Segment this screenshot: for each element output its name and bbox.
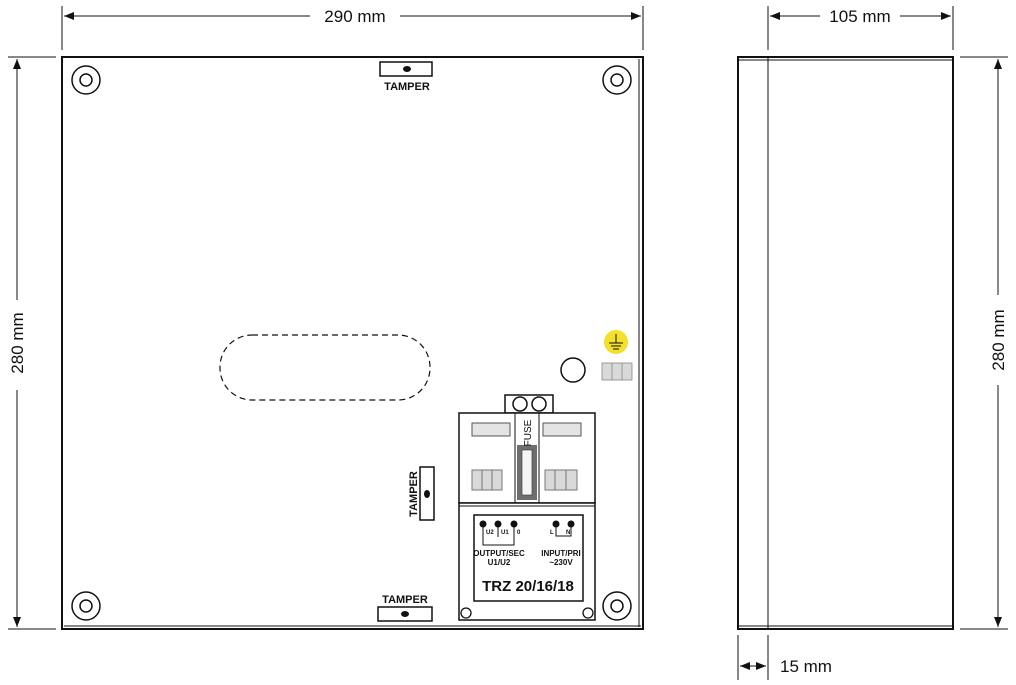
earth-terminal: [601, 362, 633, 381]
height-dimension: [8, 56, 56, 630]
output-label: OUTPUT/SEC: [473, 549, 525, 558]
mounting-holes: [71, 65, 632, 621]
depth-dimension: [767, 6, 954, 50]
input-label: INPUT/PRI: [541, 549, 581, 558]
side-height-dimension: [960, 56, 1008, 630]
output-sub: U1/U2: [488, 558, 511, 567]
tamper-top-label: TAMPER: [384, 81, 430, 93]
tamper-top: [379, 61, 433, 77]
transformer-model: TRZ 20/16/18: [482, 578, 574, 595]
tamper-bottom-label: TAMPER: [382, 594, 428, 606]
lip-label: 15 mm: [780, 657, 832, 676]
transformer: [458, 394, 596, 621]
input-sub: ~230V: [549, 558, 573, 567]
tamper-left-label: TAMPER: [408, 471, 420, 517]
width-label: 290 mm: [324, 7, 385, 26]
width-dimension: [61, 6, 644, 50]
tamper-left: [419, 466, 435, 521]
earth-icon: [604, 330, 628, 354]
terminal-u1: U1: [501, 530, 509, 536]
terminal-u2: U2: [486, 530, 494, 536]
lip-dimension: [737, 635, 769, 680]
cable-gland-hole: [560, 357, 586, 383]
height-label: 280 mm: [8, 312, 27, 373]
terminal-n: N: [566, 530, 570, 536]
terminal-l: L: [550, 530, 554, 536]
cable-knockout: [219, 334, 431, 401]
side-height-label: 280 mm: [989, 309, 1008, 370]
fuse-label: FUSE: [523, 419, 534, 446]
side-view: [737, 56, 954, 630]
tamper-bottom: [377, 606, 433, 622]
depth-label: 105 mm: [829, 7, 890, 26]
terminal-0: 0: [517, 530, 521, 536]
